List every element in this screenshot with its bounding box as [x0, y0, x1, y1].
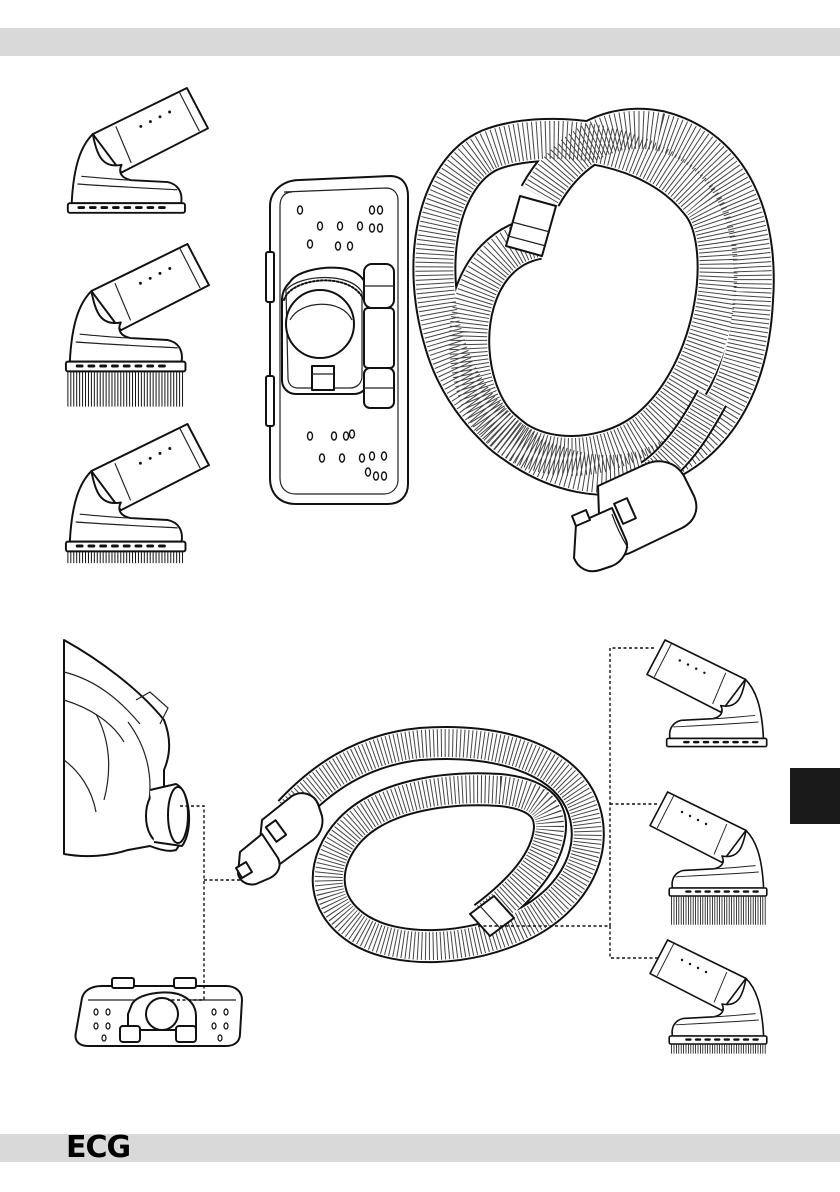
floor-head-figure: [266, 176, 408, 504]
flat-nozzle-small-figure: [647, 640, 767, 747]
floor-head-small-figure: [76, 978, 243, 1046]
flexible-hose-figure: [434, 130, 752, 571]
brand-logo: ECG: [66, 1132, 130, 1164]
combined-nozzle-small-figure: [650, 940, 767, 1054]
section-tab-marker: [790, 768, 840, 824]
flat-nozzle-figure: [68, 88, 208, 213]
flexible-hose-small-figure: [236, 743, 588, 946]
combined-nozzle-figure: [66, 424, 209, 563]
brush-nozzle-figure: [66, 244, 209, 407]
vacuum-body-figure: [64, 640, 189, 856]
brush-nozzle-small-figure: [650, 792, 767, 925]
